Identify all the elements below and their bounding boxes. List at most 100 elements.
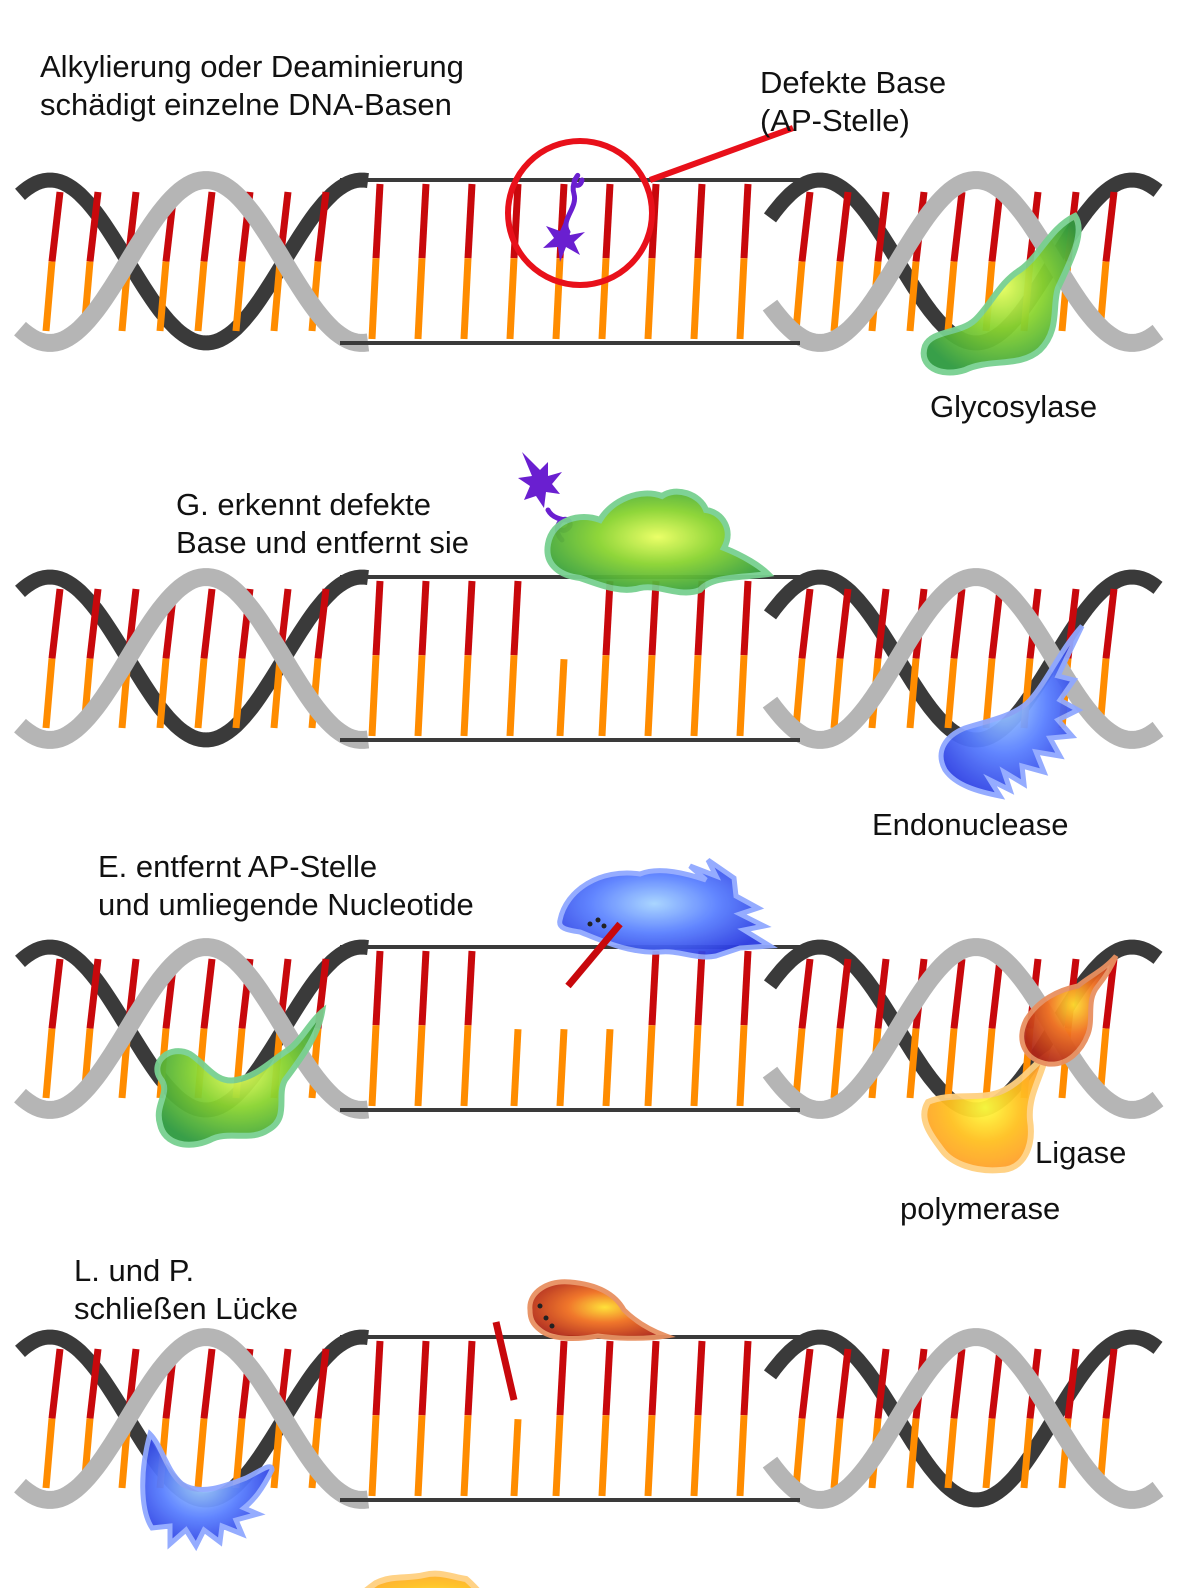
base-pair-orange	[982, 658, 996, 729]
base-pair-red	[48, 1348, 64, 1419]
ligase-bound-red-blob-icon	[527, 1279, 676, 1341]
base-pair-red	[1102, 1348, 1118, 1419]
base-pair-orange	[368, 258, 380, 340]
base-pair-orange	[982, 1418, 996, 1489]
backbone-strand-light	[762, 1328, 1164, 1509]
base-pair-red	[740, 580, 752, 656]
base-pair-orange	[690, 1025, 702, 1107]
base-pair-orange	[42, 658, 56, 729]
step2-label-line1: G. erkennt defekte	[176, 487, 432, 522]
base-pair-red	[988, 191, 1004, 262]
base-pair-orange	[232, 658, 246, 729]
step1-label-line2: schädigt einzelne DNA-Basen	[40, 87, 452, 122]
base-pair-red	[798, 958, 814, 1029]
base-pair-orange	[598, 655, 610, 737]
base-pair-orange	[906, 658, 920, 729]
base-pair-red	[48, 191, 64, 262]
glycosylase-green-blob-icon	[920, 212, 1082, 376]
backbone-strand-light	[762, 938, 1164, 1119]
base-pair-red	[874, 958, 890, 1029]
base-pair-red	[740, 950, 752, 1026]
base-pair-orange	[414, 1415, 426, 1497]
backbone-strand-light	[14, 1328, 370, 1509]
base-pair-red	[418, 183, 430, 259]
base-pair-orange	[602, 1029, 614, 1107]
base-pair-orange	[690, 655, 702, 737]
ligase-dot	[543, 1315, 549, 1321]
ligase-label: Ligase	[1035, 1135, 1127, 1170]
backbone-strand-light	[14, 938, 370, 1119]
base-pair-red	[694, 183, 706, 259]
excised-nucleotide-stub	[565, 921, 623, 989]
base-pair-red	[988, 1348, 1004, 1419]
base-pair-red	[950, 958, 966, 1029]
step3-label-line2: und umliegende Nucleotide	[98, 887, 474, 922]
base-pair-red	[314, 191, 330, 262]
base-pair-orange	[792, 658, 806, 729]
base-pair-orange	[232, 1418, 246, 1489]
base-pair-orange	[232, 261, 246, 332]
panel-glycosylase-removes-base	[14, 568, 1164, 749]
base-pair-red	[314, 588, 330, 659]
base-pair-orange	[270, 658, 284, 729]
base-pair-orange	[156, 261, 170, 332]
base-pair-red	[602, 183, 614, 259]
base-pair-red	[200, 1348, 216, 1419]
base-pair-orange	[510, 1419, 522, 1497]
ligase-dot	[537, 1303, 543, 1309]
backbone-strand-dark	[15, 172, 369, 351]
base-pair-red	[418, 1340, 430, 1416]
base-pair-orange	[944, 658, 958, 729]
base-pair-orange	[368, 655, 380, 737]
base-pair-orange	[506, 258, 518, 340]
base-pair-orange	[368, 1025, 380, 1107]
base-pair-orange	[736, 258, 748, 340]
base-pair-orange	[906, 261, 920, 332]
base-pair-red	[464, 580, 476, 656]
base-pair-orange	[270, 261, 284, 332]
endonuclease-dot	[595, 917, 601, 923]
base-pair-red	[694, 950, 706, 1026]
base-pair-red	[418, 580, 430, 656]
endonuclease-dot	[601, 923, 607, 929]
backbone-strand-light	[14, 171, 370, 352]
base-pair-orange	[598, 1415, 610, 1497]
backbone-strand-dark	[763, 1329, 1163, 1508]
base-pair-red	[988, 588, 1004, 659]
base-pair-red	[418, 950, 430, 1026]
endonuclease-blue-flame-icon	[938, 624, 1085, 800]
base-pair-orange	[42, 1028, 56, 1099]
polymerase-bound-orange-blob-icon	[364, 1570, 480, 1588]
base-pair-red	[648, 950, 660, 1026]
base-pair-red	[836, 191, 852, 262]
base-pair-red	[200, 588, 216, 659]
ligase-dot	[549, 1323, 555, 1329]
base-pair-red	[86, 191, 102, 262]
base-pair-red	[798, 1348, 814, 1419]
base-pair-red	[836, 588, 852, 659]
base-pair-red	[510, 580, 522, 656]
panel-damage	[14, 171, 1164, 352]
base-pair-orange	[982, 1028, 996, 1099]
base-pair-red	[556, 1340, 568, 1416]
step2-label-line2: Base und entfernt sie	[176, 525, 469, 560]
base-pair-red	[86, 1348, 102, 1419]
base-pair-red	[874, 1348, 890, 1419]
base-pair-orange	[194, 658, 208, 729]
step4-label-line2: schließen Lücke	[74, 1291, 299, 1326]
callout-connector-line	[648, 125, 795, 183]
backbone-strand-dark	[15, 569, 369, 748]
base-pair-orange	[736, 655, 748, 737]
base-pair-red	[1102, 958, 1118, 1029]
base-pair-orange	[368, 1415, 380, 1497]
base-pair-orange	[552, 258, 564, 340]
base-pair-red	[372, 1340, 384, 1416]
polymerase-orange-blob-icon	[921, 1048, 1051, 1174]
ligase-red-blob-icon	[1019, 954, 1119, 1067]
base-pair-red	[874, 588, 890, 659]
base-pair-red	[648, 1340, 660, 1416]
base-pair-orange	[830, 658, 844, 729]
base-pair-red	[950, 191, 966, 262]
endonuclease-dot	[587, 921, 593, 927]
